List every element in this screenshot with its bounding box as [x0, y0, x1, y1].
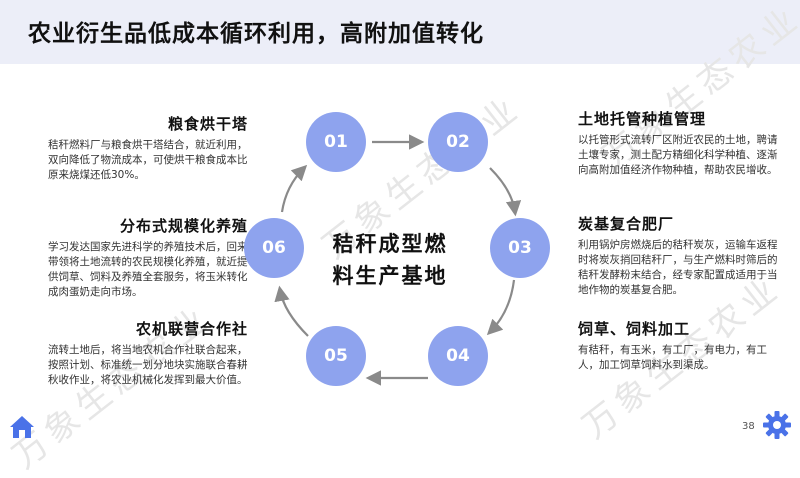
block-title: 炭基复合肥厂 — [578, 215, 675, 233]
block-grain-drying: 粮食烘干塔 秸秆燃料厂与粮食烘干塔结合，就近利用，双向降低了物流成本，可使烘干粮… — [48, 113, 248, 183]
arrow-03-04 — [486, 279, 516, 336]
step-circle-05: 05 — [306, 326, 366, 386]
block-carbon-fertilizer: 炭基复合肥厂 利用锅炉房燃烧后的秸秆炭灰，运输车返程时将炭灰捎回秸秆厂，与生产燃… — [578, 213, 778, 298]
block-body: 学习发达国家先进科学的养殖技术后，回来带领将土地流转的农民规模化养殖，就近提供饲… — [48, 241, 248, 298]
header-bar — [0, 0, 800, 64]
block-title: 粮食烘干塔 — [167, 115, 248, 133]
page-title: 农业衍生品低成本循环利用，高附加值转化 — [28, 21, 484, 47]
center-label-line1: 秸秆成型燃 — [332, 232, 448, 256]
arrow-05-06 — [274, 285, 309, 337]
page-number: 38 — [742, 421, 755, 432]
step-circle-06: 06 — [244, 218, 304, 278]
center-label-line2: 料生产基地 — [332, 264, 448, 288]
block-machinery-coop: 农机联营合作社 流转土地后，将当地农机合作社联合起来，按照计划、标准统一划分地块… — [48, 318, 248, 388]
center-label: 秸秆成型燃 料生产基地 — [328, 228, 452, 292]
home-icon[interactable] — [8, 414, 36, 444]
arrow-06-01 — [280, 164, 308, 213]
block-feed-processing: 饲草、饲料加工 有秸秆，有玉米，有工厂，有电力，有工人，加工饲草饲料水到渠成。 — [578, 318, 778, 373]
arrow-02-03 — [489, 167, 522, 217]
block-body: 以托管形式流转厂区附近农民的土地，聘请土壤专家，测土配方精细化科学种植、逐渐向高… — [578, 134, 778, 176]
block-title: 土地托管种植管理 — [578, 110, 707, 128]
block-title: 分布式规模化养殖 — [119, 217, 248, 235]
block-distributed-farming: 分布式规模化养殖 学习发达国家先进科学的养殖技术后，回来带领将土地流转的农民规模… — [48, 215, 248, 300]
step-circle-02: 02 — [428, 112, 488, 172]
block-body: 秸秆燃料厂与粮食烘干塔结合，就近利用，双向降低了物流成本，可使烘干粮食成本比原来… — [48, 139, 248, 181]
block-body: 有秸秆，有玉米，有工厂，有电力，有工人，加工饲草饲料水到渠成。 — [578, 344, 767, 371]
step-circle-01: 01 — [306, 112, 366, 172]
block-title: 农机联营合作社 — [135, 320, 248, 338]
block-title: 饲草、饲料加工 — [578, 320, 691, 338]
block-body: 利用锅炉房燃烧后的秸秆炭灰，运输车返程时将炭灰捎回秸秆厂，与生产燃料时筛后的秸秆… — [578, 239, 778, 296]
step-circle-04: 04 — [428, 326, 488, 386]
cycle-arrows — [274, 134, 522, 386]
gear-icon[interactable] — [762, 410, 792, 444]
block-body: 流转土地后，将当地农机合作社联合起来，按照计划、标准统一划分地块实施联合春耕秋收… — [48, 344, 248, 386]
block-land-trust: 土地托管种植管理 以托管形式流转厂区附近农民的土地，聘请土壤专家，测土配方精细化… — [578, 108, 778, 178]
step-circle-03: 03 — [490, 218, 550, 278]
